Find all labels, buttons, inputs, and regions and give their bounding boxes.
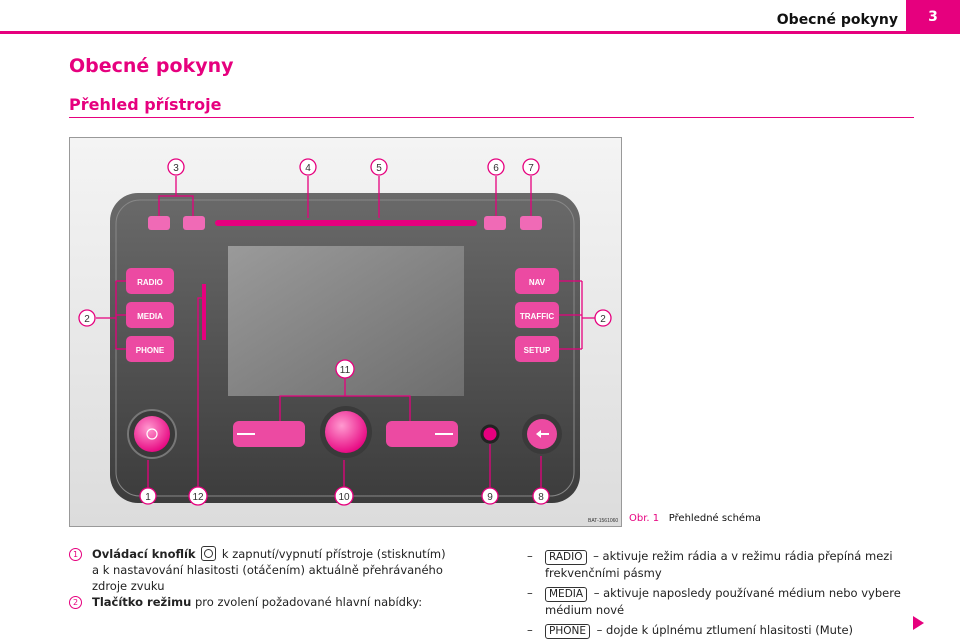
item-text: pro zvolení požadované hlavní nabídky:: [194, 595, 423, 609]
callout-4: [299, 158, 317, 176]
callout-3: [167, 158, 185, 176]
setup-button[interactable]: [515, 336, 559, 362]
figure-caption: Obr. 1 Přehledné schéma: [629, 513, 761, 524]
seek-back-button[interactable]: [148, 216, 170, 230]
item-dash: –: [527, 586, 533, 600]
volume-knob[interactable]: [134, 416, 170, 452]
description-left: 1 Ovládací knoflík k zapnutí/vypnutí pří…: [69, 546, 449, 610]
info-button[interactable]: [520, 216, 542, 230]
callout-8: [532, 487, 550, 505]
callout-10: [334, 486, 354, 506]
callout-2-right: [594, 309, 612, 327]
sd-slot: [202, 284, 206, 340]
knob-symbol-icon: [201, 546, 217, 561]
function-button-left[interactable]: [233, 421, 305, 447]
callout-8-label: 8: [538, 492, 544, 503]
nav-button-label: NAV: [529, 278, 546, 287]
callout-11-label: 11: [340, 365, 351, 376]
traffic-button-label: TRAFFIC: [520, 312, 554, 321]
callout-1-label: 1: [145, 492, 151, 503]
item-marker: 2: [69, 596, 82, 609]
callout-2-left-label: 2: [84, 314, 90, 325]
item-term: Tlačítko režimu: [92, 595, 192, 609]
seek-forward-button[interactable]: [183, 216, 205, 230]
nav-button[interactable]: [515, 268, 559, 294]
media-button[interactable]: [126, 302, 174, 328]
subsection-rule: [69, 117, 914, 118]
menu-knob[interactable]: [325, 411, 367, 453]
radio-button-label: RADIO: [137, 278, 163, 287]
item-dash: –: [527, 623, 533, 637]
device-illustration: RADIO MEDIA PHONE NAV TRAFFIC SETUP: [70, 138, 621, 526]
list-item: – MEDIA – aktivuje naposledy používané m…: [527, 585, 907, 618]
setup-button-label: SETUP: [524, 346, 551, 355]
phone-button[interactable]: [126, 336, 174, 362]
list-item: 1 Ovládací knoflík k zapnutí/vypnutí pří…: [69, 546, 449, 594]
leader-lines: [96, 176, 602, 488]
callout-4-label: 4: [305, 163, 311, 174]
callout-7: [522, 158, 540, 176]
list-item: – PHONE – dojde k úplnému ztlumení hlasi…: [527, 622, 907, 639]
section-title: Obecné pokyny: [69, 55, 234, 77]
mode-buttons-right: NAV TRAFFIC SETUP: [515, 268, 559, 362]
callout-1: [139, 487, 157, 505]
media-button-label: MEDIA: [137, 312, 163, 321]
power-icon: [146, 428, 158, 440]
list-item: – RADIO – aktivuje režim rádia a v režim…: [527, 548, 907, 581]
mode-buttons-left: RADIO MEDIA PHONE: [126, 268, 174, 362]
callout-9: [481, 487, 499, 505]
item-text: – aktivuje režim rádia a v režimu rádia …: [545, 549, 893, 580]
radio-button[interactable]: [126, 268, 174, 294]
item-text: – dojde k úplnému ztlumení hlasitosti (M…: [596, 623, 854, 637]
callout-2-left: [78, 309, 96, 327]
caption-label: Obr. 1: [629, 513, 660, 524]
running-header: Obecné pokyny: [776, 12, 898, 28]
key-label: MEDIA: [545, 587, 588, 602]
image-code: BAT-1561060: [588, 518, 618, 524]
key-label: RADIO: [545, 550, 587, 565]
callouts: 3 4 5 6 7 2 2 11 1 12 10 9 8: [78, 158, 612, 506]
callout-2-right-label: 2: [600, 314, 606, 325]
page-number: 3: [906, 0, 960, 33]
item-term: Ovládací knoflík: [92, 547, 196, 561]
item-dash: –: [527, 549, 533, 563]
callout-3-label: 3: [173, 163, 179, 174]
continue-arrow-icon: [913, 616, 924, 630]
subsection-title: Přehled přístroje: [69, 95, 222, 114]
phone-button-label: PHONE: [136, 346, 165, 355]
item-text: – aktivuje naposledy používané médium ne…: [545, 586, 901, 617]
caption-text: Přehledné schéma: [668, 513, 761, 524]
eject-button[interactable]: [484, 216, 506, 230]
item-marker: 1: [69, 548, 82, 561]
callout-12: [188, 486, 208, 506]
callout-9-label: 9: [487, 492, 493, 503]
function-button-right[interactable]: [386, 421, 458, 447]
traffic-button[interactable]: [515, 302, 559, 328]
key-label: PHONE: [545, 624, 590, 639]
callout-7-label: 7: [528, 163, 534, 174]
header-rule: [0, 31, 960, 34]
callout-10-label: 10: [338, 492, 350, 503]
callout-12-label: 12: [192, 492, 204, 503]
list-item: 2 Tlačítko režimu pro zvolení požadované…: [69, 594, 449, 610]
cd-slot: [215, 220, 477, 226]
item-text: k zapnutí/vypnutí přístroje (stisknutím)…: [92, 547, 446, 593]
callout-6-label: 6: [493, 163, 499, 174]
callout-11: [335, 359, 355, 379]
microphone: [480, 424, 500, 444]
description-right: – RADIO – aktivuje režim rádia a v režim…: [527, 548, 907, 643]
back-arrow-icon: [536, 430, 549, 438]
callout-5: [370, 158, 388, 176]
callout-6: [487, 158, 505, 176]
callout-5-label: 5: [376, 163, 382, 174]
device-figure: RADIO MEDIA PHONE NAV TRAFFIC SETUP: [69, 137, 622, 527]
